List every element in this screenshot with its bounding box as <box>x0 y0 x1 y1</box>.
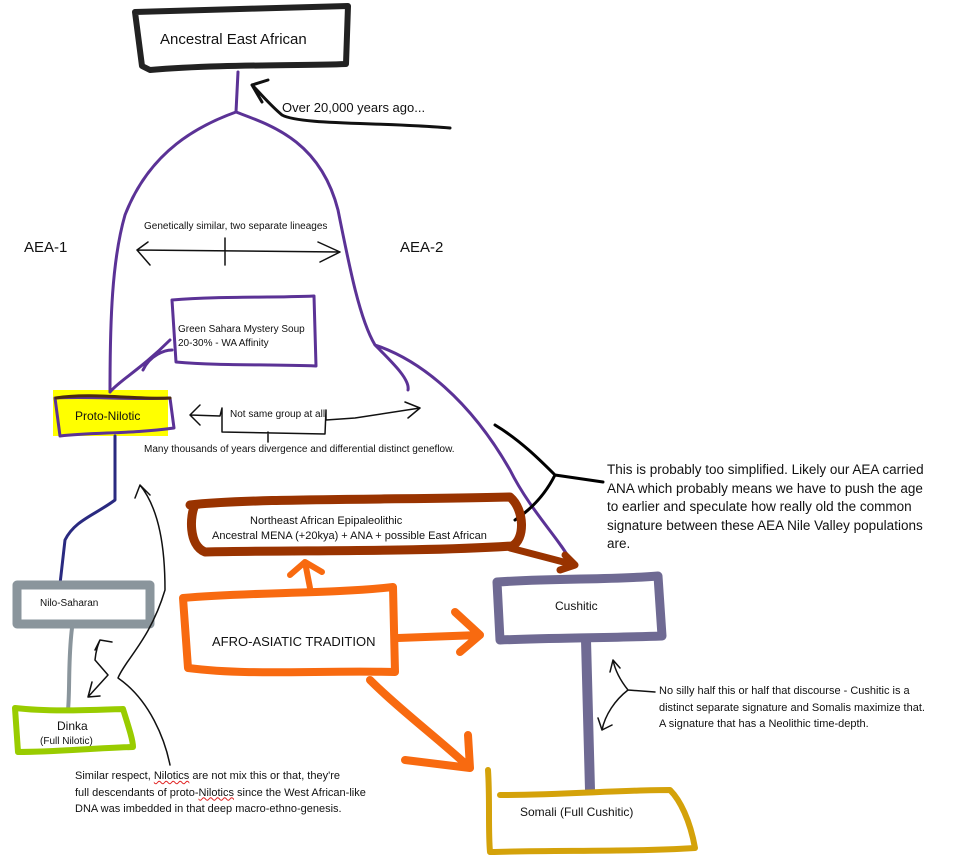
node-green-sahara-line1: Green Sahara Mystery Soup <box>178 324 305 335</box>
lineage-tree-lines <box>108 70 572 562</box>
somali-box <box>485 767 698 855</box>
note-line: signature between these AEA Nile Valley … <box>607 517 923 533</box>
aea1-label: AEA-1 <box>24 239 68 256</box>
note-line: No silly half this or half that discours… <box>659 685 910 697</box>
cushitic-note-arrows <box>597 659 656 731</box>
dinka-box <box>12 705 136 755</box>
nilo-dinka-line <box>66 626 74 712</box>
note-text: Similar respect, <box>75 770 154 782</box>
proto-nilotic-box <box>53 395 176 438</box>
note-text: Nilotics <box>198 786 234 799</box>
nilo-saharan-line <box>58 434 117 586</box>
node-green-sahara-line2: 20-30% - WA Affinity <box>178 338 269 349</box>
nilo-saharan-box <box>12 580 155 629</box>
note-line: distinct separate signature and Somalis … <box>659 701 925 714</box>
cushitic-box <box>492 571 667 645</box>
note-line: to earlier and speculate how really old … <box>607 499 912 514</box>
similar-arrow <box>136 237 341 266</box>
note-line: ANA which probably means we have to push… <box>607 480 923 496</box>
node-dinka: Dinka <box>57 719 88 733</box>
node-dinka-subtitle: (Full Nilotic) <box>40 736 93 747</box>
note-text: DNA was imbedded in that deep macro-ethn… <box>75 803 342 815</box>
not-same-label: Not same group at all <box>230 409 326 420</box>
time-arrow <box>250 78 452 130</box>
node-afro-asiatic: AFRO-ASIATIC TRADITION <box>212 634 376 649</box>
time-label: Over 20,000 years ago... <box>282 100 426 115</box>
divergence-label: Many thousands of years divergence and d… <box>144 444 455 455</box>
aea2-label: AEA-2 <box>400 239 444 256</box>
green-sahara-box <box>170 294 318 368</box>
afro-to-cushitic-arrow <box>394 608 484 656</box>
note-line: A signature that has a Neolithic time-de… <box>659 718 869 730</box>
node-ancestral-east-african: Ancestral East African <box>160 31 307 48</box>
note-line: are. <box>607 536 631 551</box>
simplified-note: This is probably too simplified. Likely … <box>607 461 924 554</box>
note-text: full descendants of proto- <box>75 786 199 799</box>
cushitic-note: No silly half this or half that discours… <box>659 683 925 733</box>
nilotic-note-arrows <box>87 484 171 766</box>
nilotic-note: Similar respect, Nilotics are not mix th… <box>75 768 366 818</box>
note-text: since the West African-like <box>233 786 366 799</box>
node-somali: Somali (Full Cushitic) <box>520 805 634 819</box>
node-proto-nilotic: Proto-Nilotic <box>75 409 141 423</box>
note-text: are not mix this or that, they're <box>189 770 340 782</box>
similar-label: Genetically similar, two separate lineag… <box>144 221 328 232</box>
northeast-arrow <box>506 544 579 574</box>
afro-to-northeast-arrow <box>287 559 325 591</box>
cushitic-somali-line <box>581 635 595 795</box>
afro-asiatic-box <box>179 583 399 677</box>
node-nilo-saharan: Nilo-Saharan <box>40 598 99 609</box>
afro-to-somali-arrow <box>366 676 474 772</box>
note-text: Nilotics <box>153 770 190 782</box>
node-northeast-line1: Northeast African Epipaleolithic <box>250 515 403 527</box>
node-cushitic: Cushitic <box>555 599 598 613</box>
note-line: This is probably too simplified. Likely … <box>607 462 924 477</box>
node-northeast-line2: Ancestral MENA (+20kya) + ANA + possible… <box>212 530 487 542</box>
not-same-bracket <box>189 401 421 443</box>
ancestral-box <box>132 3 351 73</box>
